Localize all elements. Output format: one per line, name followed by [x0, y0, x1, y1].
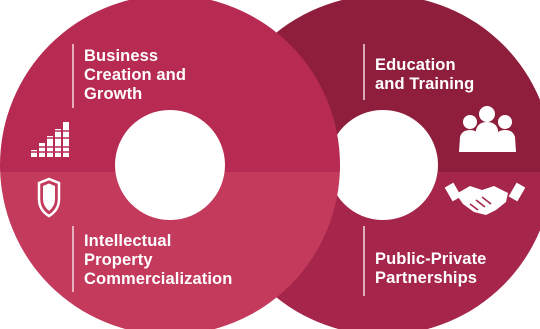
business-creation-label: Business Creation and Growth: [84, 47, 187, 103]
bar-chart-icon: [31, 122, 69, 157]
education-training-label: Education and Training: [375, 56, 475, 93]
right-ring-hole: [328, 110, 438, 220]
ip-commercialization-label: Intellectual Property Commercialization: [84, 232, 233, 288]
people-group-icon: [459, 106, 516, 152]
handshake-icon: [444, 182, 526, 215]
left-ring-bottom: [0, 172, 340, 329]
left-ring: [0, 0, 340, 329]
shield-icon: [37, 177, 61, 218]
left-ring-top: [0, 0, 340, 172]
left-ring-hole: [115, 110, 225, 220]
public-private-label: Public-Private Partnerships: [375, 250, 487, 287]
